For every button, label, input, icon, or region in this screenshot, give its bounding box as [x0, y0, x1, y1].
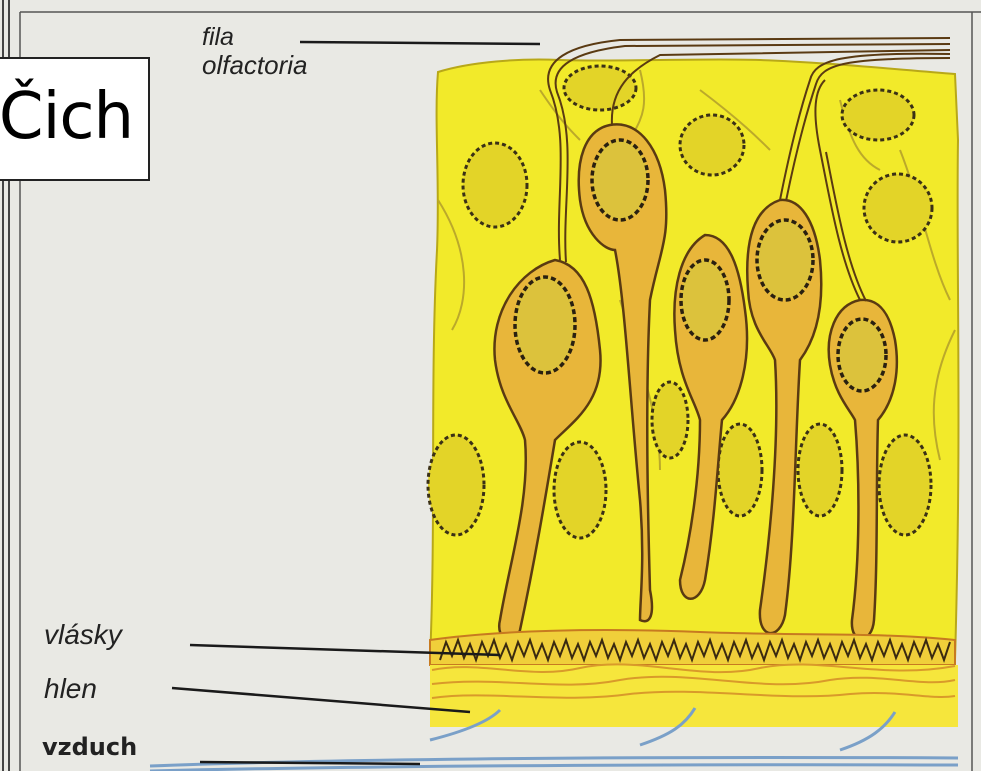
label-fila: fila [202, 24, 234, 50]
label-vlasky: vlásky [44, 622, 122, 648]
label-hlen: hlen [44, 676, 97, 702]
page-title: Čich [0, 80, 133, 154]
title-box: Čich [0, 57, 150, 181]
label-vzduch: vzduch [42, 734, 137, 760]
label-olfactoria: olfactoria [202, 52, 308, 78]
